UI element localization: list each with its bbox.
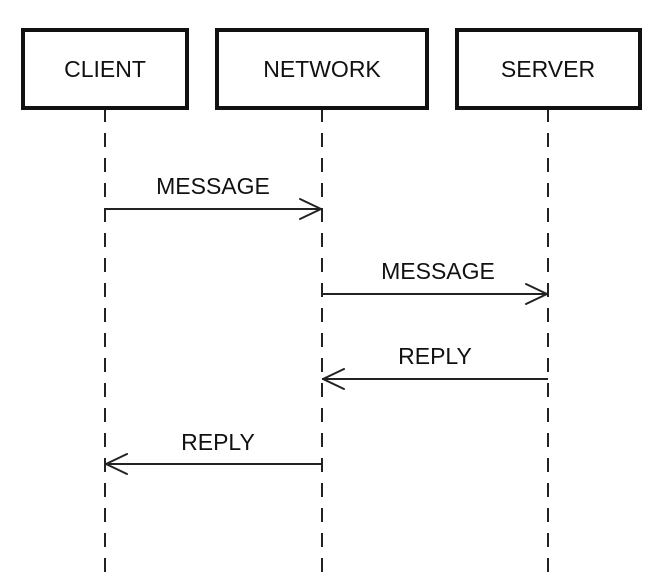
server-participant: SERVER	[455, 28, 642, 110]
message-4-arrowhead	[105, 453, 128, 475]
message-client-to-network: MESSAGE	[105, 173, 322, 220]
network-box	[215, 28, 429, 110]
message-network-to-server: MESSAGE	[322, 258, 548, 305]
reply-server-to-network: REPLY	[322, 343, 548, 390]
message-4-label: REPLY	[181, 429, 255, 455]
network-participant: NETWORK	[215, 28, 429, 110]
message-3-arrowhead	[322, 368, 345, 390]
server-box	[455, 28, 642, 110]
client-label: CLIENT	[64, 56, 146, 82]
message-1-label: MESSAGE	[156, 173, 270, 199]
message-2-arrowhead	[525, 283, 548, 305]
client-box	[21, 28, 189, 110]
server-label: SERVER	[501, 56, 595, 82]
message-2-label: MESSAGE	[381, 258, 495, 284]
message-3-label: REPLY	[398, 343, 472, 369]
network-label: NETWORK	[263, 56, 381, 82]
client-participant: CLIENT	[21, 28, 189, 110]
reply-network-to-client: REPLY	[105, 429, 322, 475]
message-1-arrowhead	[299, 198, 322, 220]
